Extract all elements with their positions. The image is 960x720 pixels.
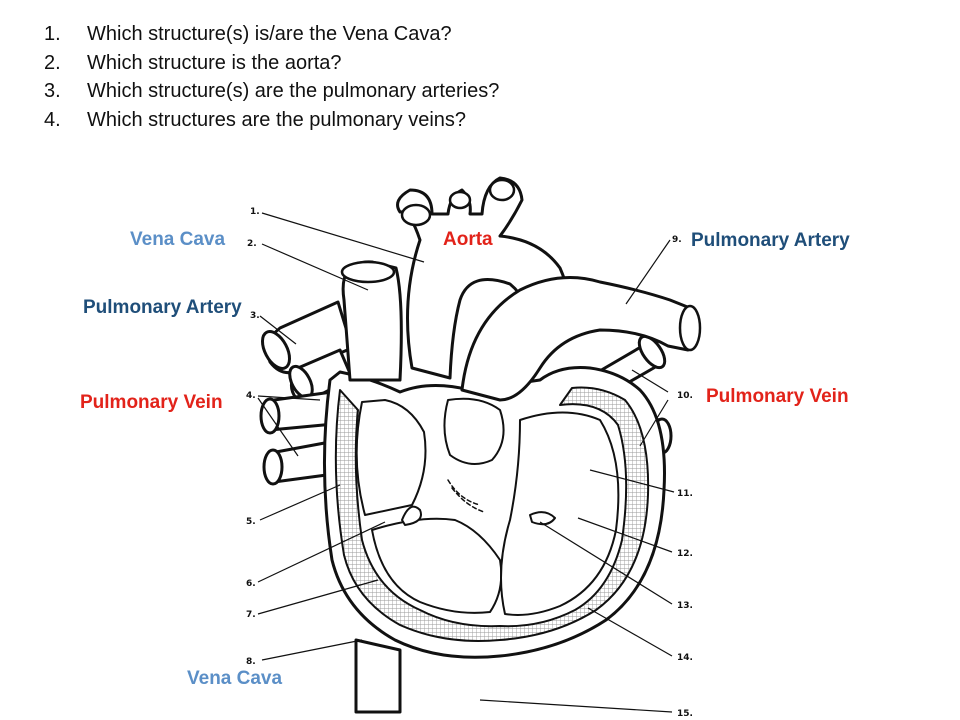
number-label: 15. <box>677 709 693 719</box>
question-item: 3. Which structure(s) are the pulmonary a… <box>44 77 499 106</box>
question-number: 1. <box>44 23 61 45</box>
number-label: 8. <box>246 657 256 667</box>
question-item: 1. Which structure(s) is/are the Vena Cav… <box>44 20 499 49</box>
number-label: 9. <box>672 235 682 245</box>
question-item: 4. Which structures are the pulmonary vei… <box>44 106 499 135</box>
inferior-vena-cava <box>354 638 402 714</box>
number-label: 14. <box>677 653 693 663</box>
label-pulmonary-vein-left: Pulmonary Vein <box>80 392 223 413</box>
structure-numbers: 1. 2. 3. 4. 5. 6. 7. 8. 9. 10. 11. 12. 1… <box>246 207 693 719</box>
question-item: 2. Which structure is the aorta? <box>44 49 499 78</box>
left-pulmonary-veins <box>259 390 336 486</box>
question-number: 2. <box>44 51 61 74</box>
number-label: 13. <box>677 601 693 611</box>
number-label: 2. <box>247 239 257 249</box>
number-label: 4. <box>246 391 256 401</box>
number-label: 6. <box>246 579 256 589</box>
left-pulmonary-artery-branch <box>260 300 354 403</box>
number-label: 1. <box>250 207 260 217</box>
number-label: 10. <box>677 391 693 401</box>
number-label: 5. <box>246 517 256 527</box>
leader-lines <box>257 212 675 713</box>
right-ventricle <box>371 517 503 614</box>
question-text: Which structures are the pulmonary veins… <box>87 108 467 131</box>
question-text: Which structure(s) is/are the Vena Cava? <box>87 23 452 45</box>
label-vena-cava-top: Vena Cava <box>130 229 226 250</box>
left-ventricle <box>500 411 620 616</box>
mitral-valve <box>529 511 556 526</box>
question-text: Which structure is the aorta? <box>87 51 342 74</box>
tricuspid-valve <box>401 505 422 526</box>
number-label: 3. <box>250 311 260 321</box>
label-vena-cava-bottom: Vena Cava <box>187 668 283 689</box>
left-atrium <box>443 397 505 465</box>
question-text: Which structure(s) are the pulmonary art… <box>87 80 500 102</box>
question-number: 4. <box>44 108 61 131</box>
myocardium <box>334 386 650 642</box>
label-aorta: Aorta <box>443 229 493 250</box>
question-list: 1. Which structure(s) is/are the Vena Cav… <box>44 20 499 134</box>
number-label: 11. <box>677 489 693 499</box>
question-number: 3. <box>44 80 61 102</box>
label-pulmonary-artery-left: Pulmonary Artery <box>83 297 242 318</box>
right-atrium <box>355 399 427 516</box>
label-pulmonary-vein-right: Pulmonary Vein <box>706 386 849 407</box>
number-label: 7. <box>246 610 256 620</box>
foramen-dashes <box>447 479 485 513</box>
number-label: 12. <box>677 549 693 559</box>
label-pulmonary-artery-right: Pulmonary Artery <box>691 230 850 251</box>
aorta <box>396 176 573 380</box>
